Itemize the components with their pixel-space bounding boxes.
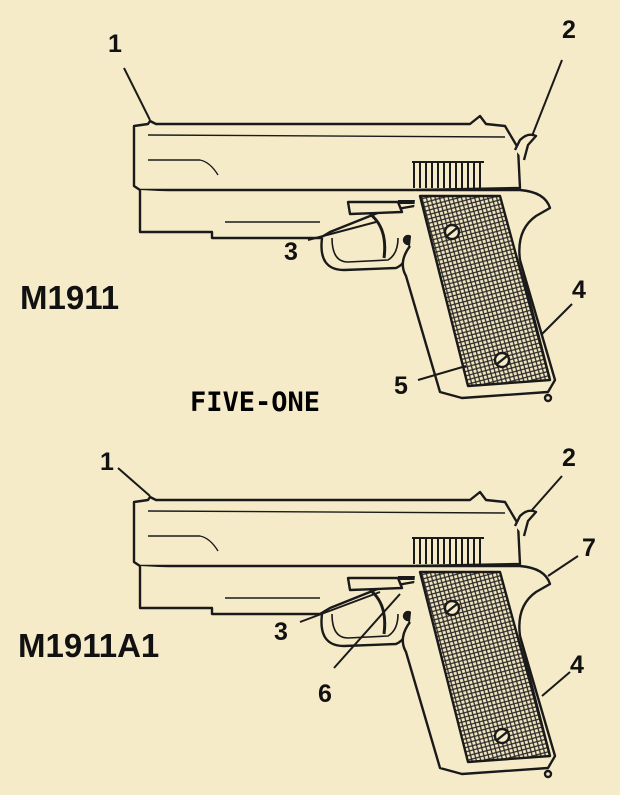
model-label-m1911a1: M1911A1 — [18, 627, 160, 664]
callout-1: 1 — [108, 30, 122, 58]
callout-3: 3 — [274, 618, 288, 646]
callout-3: 3 — [284, 238, 298, 266]
m1911a1-leader-lines — [117, 467, 579, 697]
callout-2: 2 — [562, 444, 576, 472]
callout-1: 1 — [100, 448, 114, 476]
m1911a1-pistol-drawing — [117, 467, 579, 779]
callout-7: 7 — [582, 534, 596, 562]
model-label-m1911: M1911 — [20, 279, 120, 316]
callout-6: 6 — [318, 680, 332, 708]
callout-4: 4 — [572, 276, 586, 304]
m1911-pistol-drawing — [123, 59, 573, 403]
m1911-leader-lines — [123, 59, 573, 381]
callout-4: 4 — [570, 651, 584, 679]
callout-5: 5 — [394, 372, 408, 400]
page-title: FIVE-ONE — [190, 387, 321, 418]
callout-2: 2 — [562, 16, 576, 44]
